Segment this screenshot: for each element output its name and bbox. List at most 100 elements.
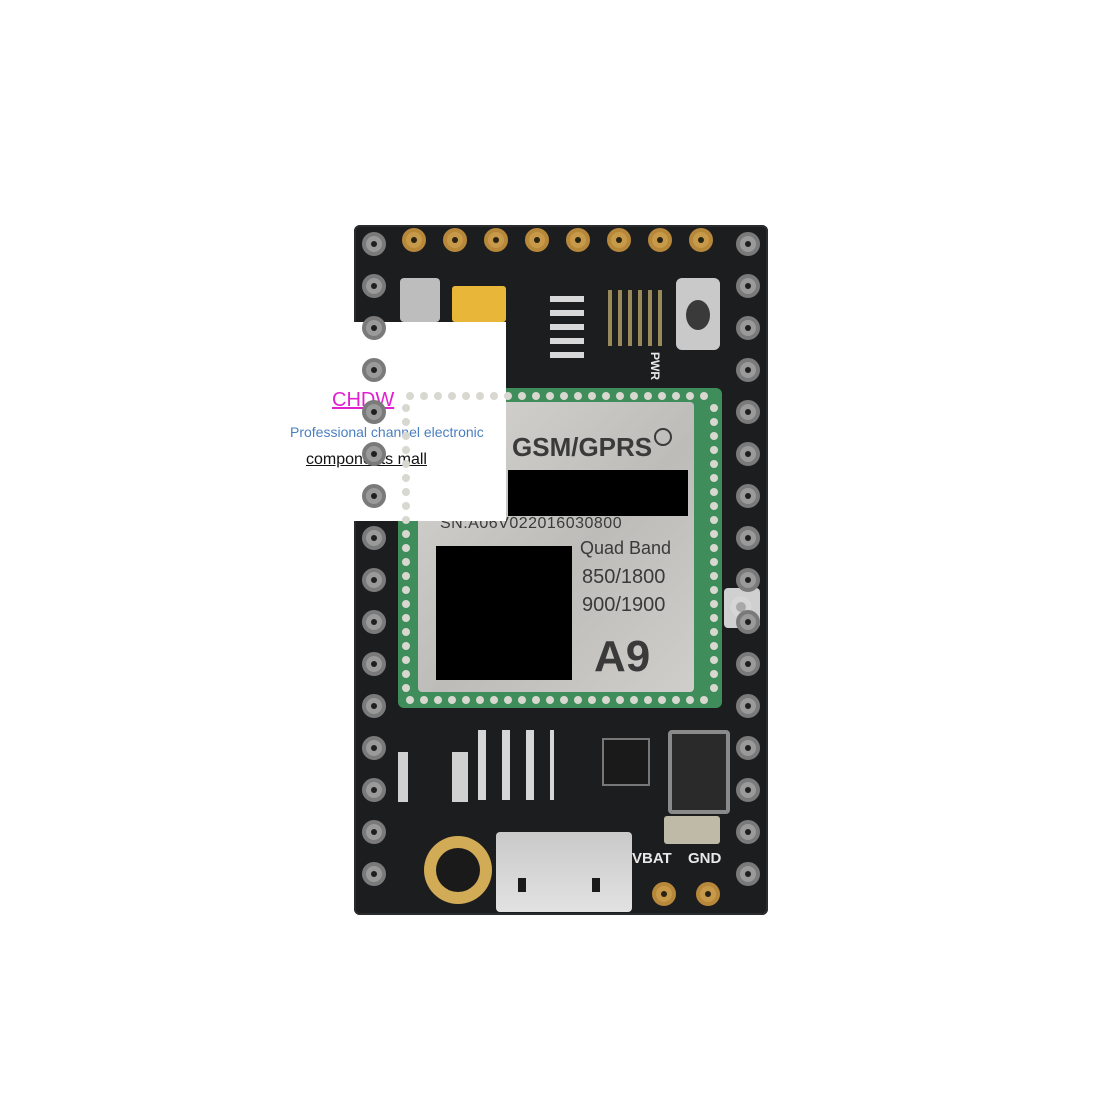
vbat-label: VBAT [632, 850, 672, 867]
module-pad [630, 392, 638, 400]
vbat-pad [652, 882, 676, 906]
module-pad [402, 670, 410, 678]
usb-slot-right [592, 878, 600, 892]
module-pad [402, 572, 410, 580]
module-pad [616, 392, 624, 400]
header-pin [736, 862, 760, 886]
module-pad [574, 392, 582, 400]
module-pad [402, 432, 410, 440]
module-pad [710, 446, 718, 454]
header-pin [362, 526, 386, 550]
module-pad [434, 392, 442, 400]
module-pad [672, 392, 680, 400]
header-pin [736, 442, 760, 466]
module-pad [700, 392, 708, 400]
module-pad [710, 474, 718, 482]
capacitor [664, 816, 720, 844]
header-pin [736, 736, 760, 760]
module-pad [710, 628, 718, 636]
module-pad [546, 696, 554, 704]
header-pin [362, 274, 386, 298]
module-model: A9 [594, 632, 651, 681]
module-pad [710, 418, 718, 426]
module-pad [588, 392, 596, 400]
module-pad [402, 446, 410, 454]
power-button-cap [686, 300, 710, 330]
header-pin [736, 820, 760, 844]
header-pin [736, 358, 760, 382]
pwr-label: PWR [648, 352, 662, 380]
header-pin [736, 316, 760, 340]
module-pad [710, 432, 718, 440]
gnd-pad [696, 882, 720, 906]
module-pad [710, 530, 718, 538]
module-pad [710, 502, 718, 510]
module-pad [518, 696, 526, 704]
module-pad [402, 418, 410, 426]
module-pad [406, 392, 414, 400]
header-pin [443, 228, 467, 252]
module-pad [710, 460, 718, 468]
header-pin [736, 778, 760, 802]
header-pin [484, 228, 508, 252]
led [452, 286, 506, 322]
module-pad [560, 392, 568, 400]
module-pad [420, 392, 428, 400]
module-pad [402, 502, 410, 510]
module-pad [710, 642, 718, 650]
module-pad [518, 392, 526, 400]
module-pad [630, 696, 638, 704]
reset-button [400, 278, 440, 322]
header-pin [736, 610, 760, 634]
module-pad [532, 696, 540, 704]
header-pin [736, 526, 760, 550]
module-band: Quad Band [580, 538, 672, 558]
usb-slot-left [518, 878, 526, 892]
module-pad [560, 696, 568, 704]
module-pad [644, 392, 652, 400]
module-pad [402, 684, 410, 692]
module-pad [686, 696, 694, 704]
header-pin [362, 400, 386, 424]
module-pad [402, 642, 410, 650]
header-pin [525, 228, 549, 252]
module-pad [402, 404, 410, 412]
header-pin [736, 568, 760, 592]
module-pad [490, 696, 498, 704]
header-pin [736, 652, 760, 676]
header-pin [566, 228, 590, 252]
module-pad [710, 614, 718, 622]
header-pin [362, 232, 386, 256]
module-pad [402, 558, 410, 566]
header-pin [362, 484, 386, 508]
watermark-subtitle: Professional channel electronic [290, 424, 484, 440]
module-pad [710, 670, 718, 678]
watermark: CHDW Professional channel electronic com… [270, 378, 506, 482]
header-pin [362, 778, 386, 802]
header-pin [362, 442, 386, 466]
header-pin [648, 228, 672, 252]
module-label: GSM/GPRS [512, 432, 653, 462]
module-pad [658, 392, 666, 400]
module-freq-2: 900/1900 [582, 594, 666, 616]
module-pad [402, 600, 410, 608]
header-pin [736, 484, 760, 508]
chip-array [550, 296, 584, 366]
module-pad [402, 474, 410, 482]
module-pad [476, 392, 484, 400]
module-pad [588, 696, 596, 704]
module-pad [574, 696, 582, 704]
redacted-block-top [508, 470, 688, 516]
inductor [668, 730, 730, 814]
module-pad [686, 392, 694, 400]
module-pad [532, 392, 540, 400]
module-pad [402, 488, 410, 496]
header-pin [362, 316, 386, 340]
header-pin [736, 694, 760, 718]
header-pin [736, 274, 760, 298]
module-pad [710, 572, 718, 580]
header-pin [736, 400, 760, 424]
module-pad [434, 696, 442, 704]
module-pad [602, 696, 610, 704]
header-pin [362, 568, 386, 592]
